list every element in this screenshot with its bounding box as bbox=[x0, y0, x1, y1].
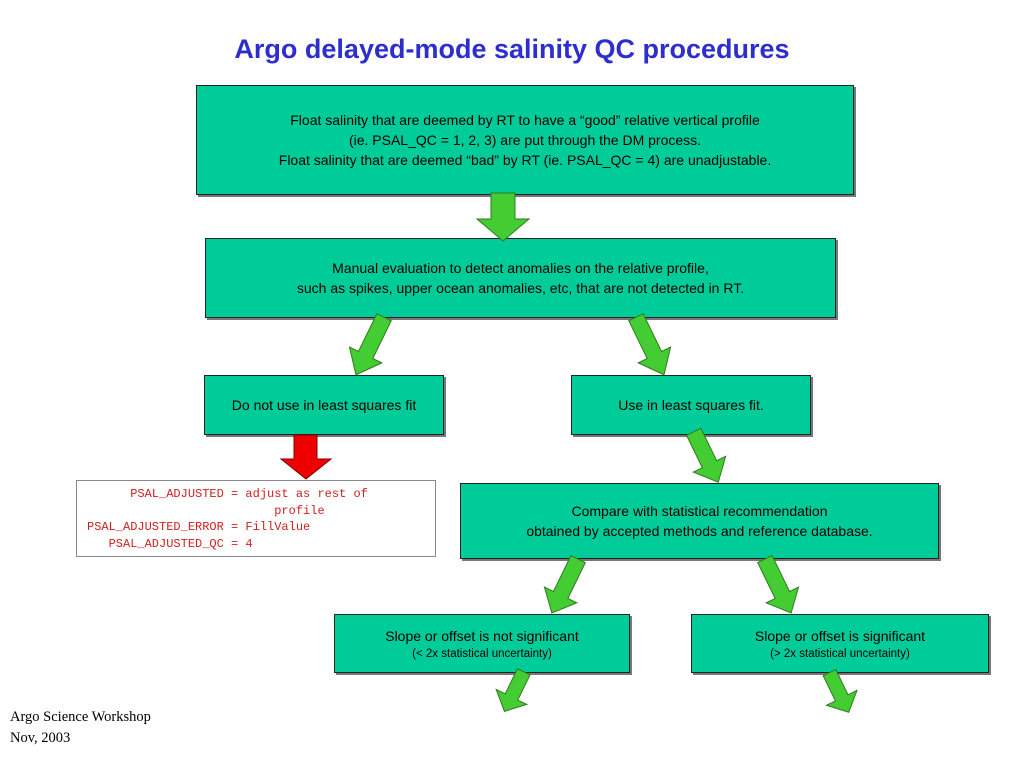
code-line-1: PSAL_ADJUSTED = adjust as rest of bbox=[87, 487, 368, 501]
do-not-use-box: Do not use in least squares fit bbox=[204, 375, 444, 435]
manual-evaluation-line-2: such as spikes, upper ocean anomalies, e… bbox=[296, 280, 745, 296]
arrow-diag-right-2 bbox=[685, 427, 727, 483]
code-line-3: PSAL_ADJUSTED_ERROR = FillValue bbox=[87, 520, 311, 534]
manual-evaluation-box: Manual evaluation to detect anomalies on… bbox=[205, 238, 836, 318]
arrow-diag-bottom-right bbox=[822, 668, 858, 713]
rt-filter-line-2: (ie. PSAL_QC = 1, 2, 3) are put through … bbox=[348, 132, 702, 148]
compare-box: Compare with statistical recommendation … bbox=[460, 483, 939, 559]
arrow-down-red bbox=[279, 434, 333, 480]
not-significant-label: Slope or offset is not significant bbox=[385, 627, 579, 644]
use-fit-label: Use in least squares fit. bbox=[618, 397, 764, 413]
significant-sub: (> 2x statistical uncertainty) bbox=[770, 647, 910, 660]
arrow-diag-bottom-left bbox=[495, 668, 531, 712]
significant-box: Slope or offset is significant (> 2x sta… bbox=[691, 614, 989, 673]
footer-line-2: Nov, 2003 bbox=[10, 730, 71, 746]
not-significant-box: Slope or offset is not significant (< 2x… bbox=[334, 614, 630, 673]
compare-line-1: Compare with statistical recommendation bbox=[571, 503, 828, 519]
rt-filter-box: Float salinity that are deemed by RT to … bbox=[196, 85, 854, 195]
rt-filter-line-1: Float salinity that are deemed by RT to … bbox=[290, 112, 760, 128]
code-line-2: profile bbox=[87, 503, 325, 518]
arrow-diag-left-2 bbox=[543, 554, 587, 614]
significant-label: Slope or offset is significant bbox=[754, 627, 926, 644]
psal-adjusted-note: PSAL_ADJUSTED = adjust as rest of profil… bbox=[76, 480, 436, 557]
manual-evaluation-line-1: Manual evaluation to detect anomalies on… bbox=[332, 260, 709, 276]
arrow-down-1 bbox=[475, 192, 531, 242]
use-fit-box: Use in least squares fit. bbox=[571, 375, 811, 435]
arrow-diag-right-3 bbox=[756, 554, 800, 614]
arrow-diag-left bbox=[348, 313, 392, 376]
page-title: Argo delayed-mode salinity QC procedures bbox=[234, 34, 790, 64]
rt-filter-line-3: Float salinity that are deemed “bad” by … bbox=[278, 152, 772, 168]
do-not-use-label: Do not use in least squares fit bbox=[231, 397, 417, 413]
footer-line-1: Argo Science Workshop bbox=[10, 709, 151, 725]
compare-line-2: obtained by accepted methods and referen… bbox=[526, 523, 873, 539]
code-line-4: PSAL_ADJUSTED_QC = 4 bbox=[87, 536, 253, 551]
arrow-diag-right bbox=[628, 313, 672, 376]
not-significant-sub: (< 2x statistical uncertainty) bbox=[412, 647, 552, 660]
footer: Argo Science Workshop Nov, 2003 bbox=[10, 707, 151, 749]
